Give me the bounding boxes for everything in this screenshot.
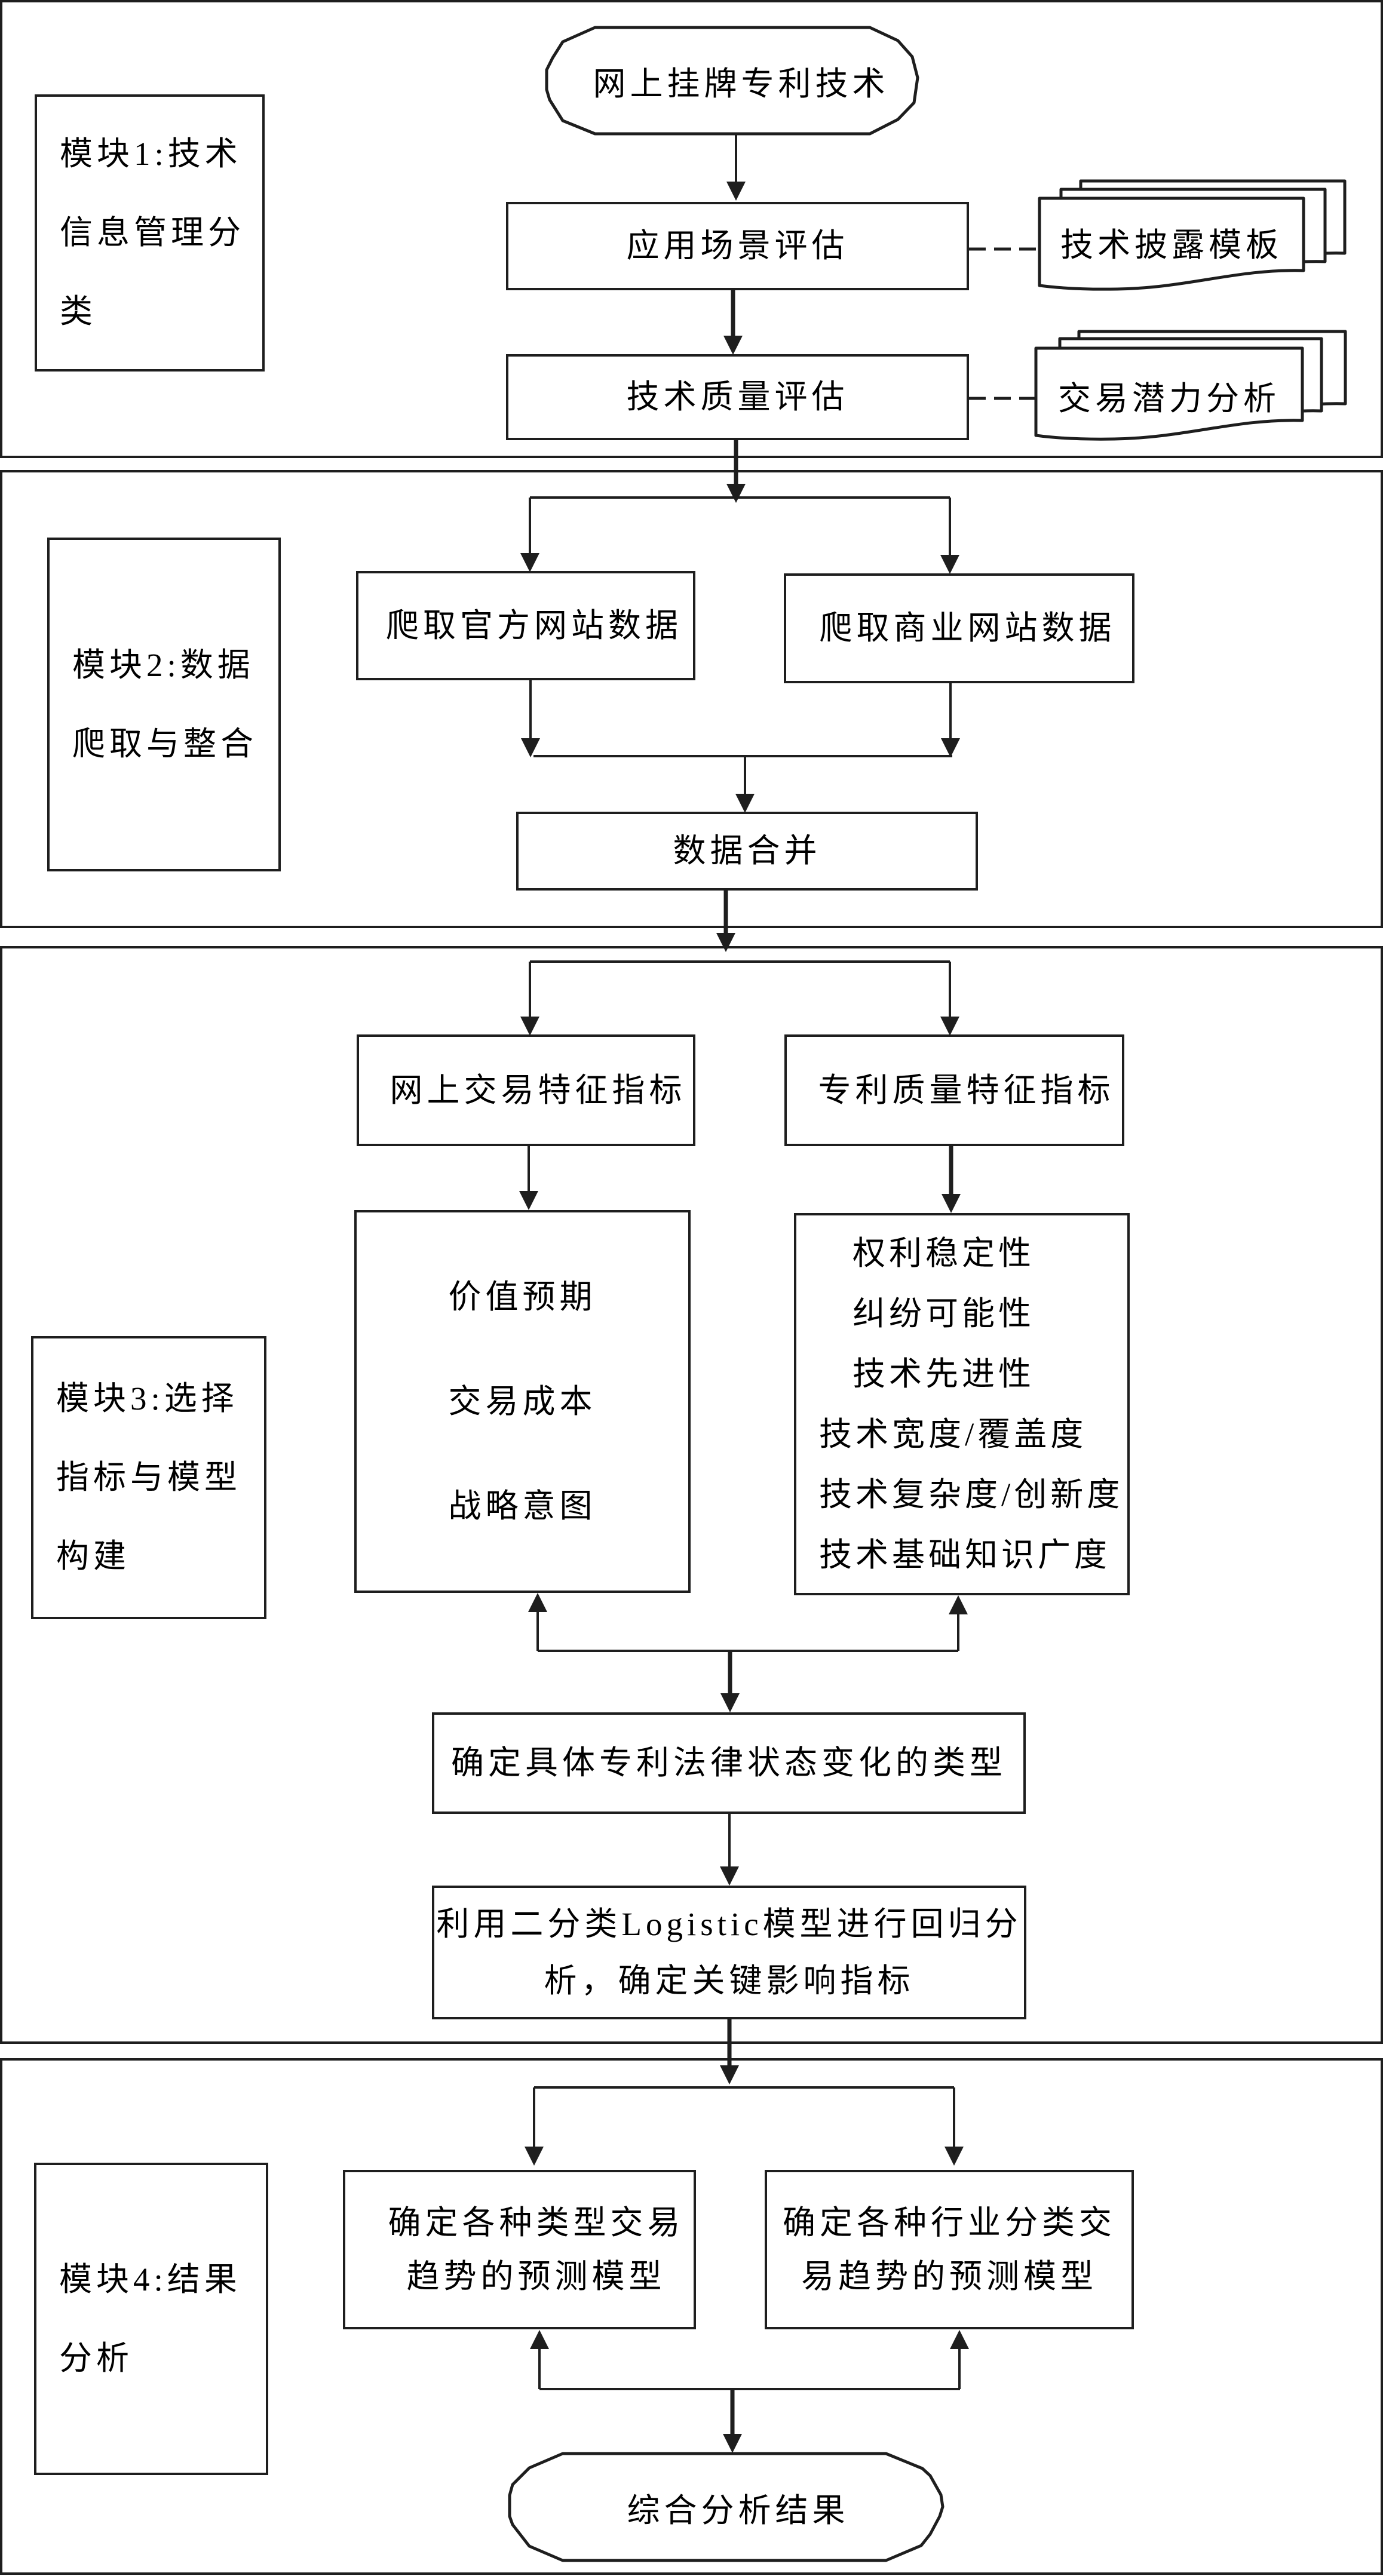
process-label: 确定具体专利法律状态变化的类型 bbox=[450, 1745, 1007, 1781]
trade-potential-document-label: 交易潜力分析 bbox=[1057, 380, 1280, 417]
arrowhead-up-icon bbox=[949, 1595, 968, 1614]
type-trend-model-box: 确定各种类型交易 趋势的预测模型 bbox=[343, 2170, 696, 2329]
indicator-item: 技术复杂度/创新度 bbox=[819, 1476, 1124, 1513]
arrowhead-down-icon bbox=[735, 794, 755, 813]
indicator-item: 交易成本 bbox=[448, 1383, 597, 1420]
arrowhead-down-icon bbox=[723, 2434, 742, 2453]
process-label: 专利质量特征指标 bbox=[818, 1071, 1115, 1109]
process-label: 技术质量评估 bbox=[626, 379, 849, 415]
module-label-line: 信息管理分 bbox=[60, 214, 246, 251]
module-label-line: 模块2:数据 bbox=[72, 646, 254, 683]
module-label-line: 分析 bbox=[59, 2339, 134, 2377]
process-label-line: 确定各种类型交易 bbox=[388, 2204, 685, 2241]
indicator-item: 纠纷可能性 bbox=[853, 1295, 1035, 1332]
process-label: 爬取官方网站数据 bbox=[385, 607, 682, 644]
module-label-line: 爬取与整合 bbox=[72, 725, 258, 762]
indicator-item: 权利稳定性 bbox=[853, 1235, 1035, 1272]
module-label-line: 模块4:结果 bbox=[59, 2261, 241, 2298]
module-label-line: 指标与模型 bbox=[56, 1459, 242, 1496]
arrowhead-down-icon bbox=[716, 933, 735, 952]
legal-status-type-box: 确定具体专利法律状态变化的类型 bbox=[432, 1712, 1026, 1814]
process-label: 数据合并 bbox=[673, 833, 821, 869]
trade-indicators-box: 网上交易特征指标 bbox=[357, 1034, 695, 1146]
module-1-frame bbox=[0, 0, 1383, 458]
arrowhead-down-icon bbox=[525, 2147, 544, 2166]
quality-evaluation-box: 技术质量评估 bbox=[506, 354, 969, 440]
module-1-label: 模块1:技术 信息管理分 类 bbox=[35, 94, 265, 371]
arrowhead-down-icon bbox=[941, 738, 960, 757]
disclosure-template-document-label: 技术披露模板 bbox=[1060, 227, 1283, 263]
module-label-line: 模块3:选择 bbox=[56, 1380, 238, 1417]
arrowhead-up-icon bbox=[530, 2330, 549, 2349]
arrowhead-down-icon bbox=[942, 1194, 961, 1213]
module-3-label: 模块3:选择 指标与模型 构建 bbox=[31, 1336, 266, 1619]
indicator-item: 技术宽度/覆盖度 bbox=[819, 1416, 1087, 1453]
industry-trend-model-box: 确定各种行业分类交 易趋势的预测模型 bbox=[765, 2170, 1134, 2329]
arrowhead-down-icon bbox=[940, 555, 959, 574]
arrowhead-down-icon bbox=[521, 738, 540, 757]
indicator-item: 价值预期 bbox=[448, 1279, 597, 1315]
arrowhead-down-icon bbox=[520, 1017, 539, 1036]
start-terminator-shape bbox=[545, 26, 919, 136]
process-label-line: 确定各种行业分类交 bbox=[782, 2204, 1116, 2241]
patent-quality-indicators-box: 专利质量特征指标 bbox=[784, 1034, 1124, 1146]
module-4-frame bbox=[0, 2058, 1383, 2575]
indicator-item: 技术先进性 bbox=[853, 1356, 1035, 1392]
process-label-line: 析，确定关键影响指标 bbox=[544, 1963, 915, 1999]
trade-indicator-list: 价值预期 交易成本 战略意图 bbox=[354, 1210, 691, 1593]
end-terminator-shape bbox=[508, 2452, 945, 2562]
module-label-line: 构建 bbox=[56, 1538, 131, 1574]
arrowhead-down-icon bbox=[723, 336, 743, 355]
module-2-frame bbox=[0, 470, 1383, 928]
arrowhead-up-icon bbox=[950, 2330, 969, 2349]
crawl-commercial-site-box: 爬取商业网站数据 bbox=[784, 573, 1134, 683]
module-3-frame bbox=[0, 946, 1383, 2044]
module-2-label: 模块2:数据 爬取与整合 bbox=[47, 538, 281, 871]
start-terminator-label: 网上挂牌专利技术 bbox=[593, 66, 890, 102]
process-label-line: 利用二分类Logistic模型进行回归分 bbox=[436, 1906, 1022, 1942]
arrowhead-down-icon bbox=[519, 1191, 538, 1210]
document-stack-front-page bbox=[1038, 196, 1305, 291]
process-label-line: 趋势的预测模型 bbox=[406, 2258, 666, 2295]
arrowhead-down-icon bbox=[726, 484, 746, 503]
arrowhead-up-icon bbox=[528, 1593, 547, 1612]
arrowhead-down-icon bbox=[720, 2065, 739, 2084]
module-label-line: 类 bbox=[60, 293, 97, 330]
scene-evaluation-box: 应用场景评估 bbox=[506, 202, 969, 290]
patent-quality-indicator-list: 权利稳定性 纠纷可能性 技术先进性 技术宽度/覆盖度 技术复杂度/创新度 技术基… bbox=[794, 1213, 1130, 1595]
arrowhead-down-icon bbox=[720, 1866, 739, 1886]
arrowhead-down-icon bbox=[520, 553, 539, 572]
crawl-official-site-box: 爬取官方网站数据 bbox=[356, 571, 695, 680]
indicator-item: 战略意图 bbox=[448, 1488, 597, 1524]
arrowhead-down-icon bbox=[940, 1017, 959, 1036]
indicator-item: 技术基础知识广度 bbox=[819, 1537, 1111, 1573]
module-label-line: 模块1:技术 bbox=[60, 136, 242, 172]
logistic-regression-box: 利用二分类Logistic模型进行回归分 析，确定关键影响指标 bbox=[432, 1886, 1026, 2019]
data-merge-box: 数据合并 bbox=[516, 812, 978, 891]
process-label: 应用场景评估 bbox=[626, 228, 849, 264]
arrowhead-down-icon bbox=[720, 1693, 740, 1712]
process-label: 网上交易特征指标 bbox=[390, 1071, 686, 1109]
arrowhead-down-icon bbox=[945, 2147, 964, 2166]
end-terminator-label: 综合分析结果 bbox=[627, 2492, 850, 2529]
arrowhead-down-icon bbox=[726, 182, 746, 201]
document-stack-front-page bbox=[1034, 346, 1304, 441]
process-label-line: 易趋势的预测模型 bbox=[801, 2258, 1097, 2295]
module-4-label: 模块4:结果 分析 bbox=[34, 2163, 268, 2475]
process-label: 爬取商业网站数据 bbox=[819, 610, 1116, 646]
